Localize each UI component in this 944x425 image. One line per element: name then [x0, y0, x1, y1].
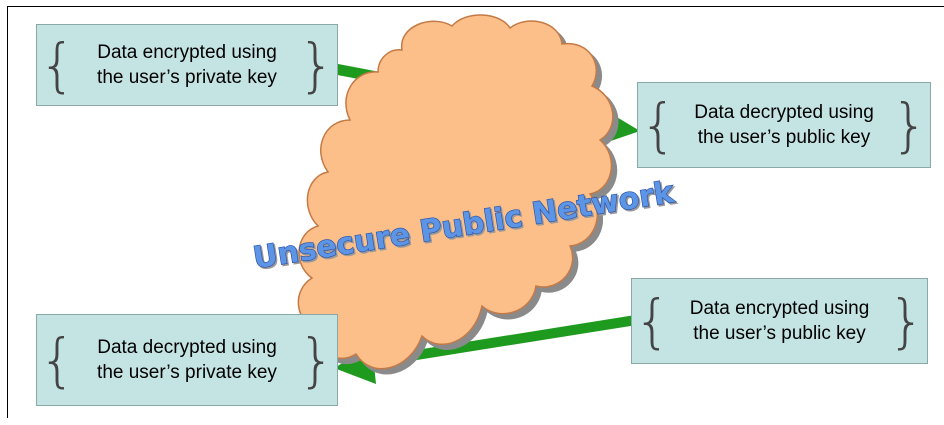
box-line-2: the user’s private key: [97, 67, 277, 88]
box-text: Data encrypted using the user’s public k…: [632, 296, 927, 346]
box-line-1: Data decrypted using: [694, 102, 874, 123]
box-decrypt-private: { Data decrypted using the user’s privat…: [36, 314, 338, 406]
left-brace-icon: {: [640, 91, 677, 159]
right-brace-icon: }: [298, 326, 335, 394]
left-brace-icon: {: [39, 326, 76, 394]
frame-top-border: [7, 6, 944, 7]
box-text: Data encrypted using the user’s private …: [37, 40, 337, 90]
box-line-1: Data encrypted using: [97, 42, 277, 63]
box-text: Data decrypted using the user’s private …: [37, 335, 337, 385]
cloud-shape: [297, 14, 614, 370]
box-line-2: the user’s public key: [693, 323, 866, 344]
left-brace-icon: {: [39, 31, 76, 99]
right-brace-icon: }: [891, 91, 928, 159]
frame-left-border: [7, 6, 8, 418]
box-decrypt-public: { Data decrypted using the user’s public…: [637, 82, 931, 168]
box-line-2: the user’s private key: [97, 362, 277, 383]
box-encrypt-private: { Data encrypted using the user’s privat…: [36, 24, 338, 106]
box-line-1: Data encrypted using: [689, 298, 870, 319]
left-brace-icon: {: [634, 287, 671, 355]
box-line-1: Data decrypted using: [97, 337, 277, 358]
box-encrypt-public: { Data encrypted using the user’s public…: [631, 278, 928, 364]
box-line-2: the user’s public key: [697, 127, 871, 148]
box-text: Data decrypted using the user’s public k…: [638, 100, 930, 150]
right-brace-icon: }: [888, 287, 925, 355]
right-brace-icon: }: [298, 31, 335, 99]
